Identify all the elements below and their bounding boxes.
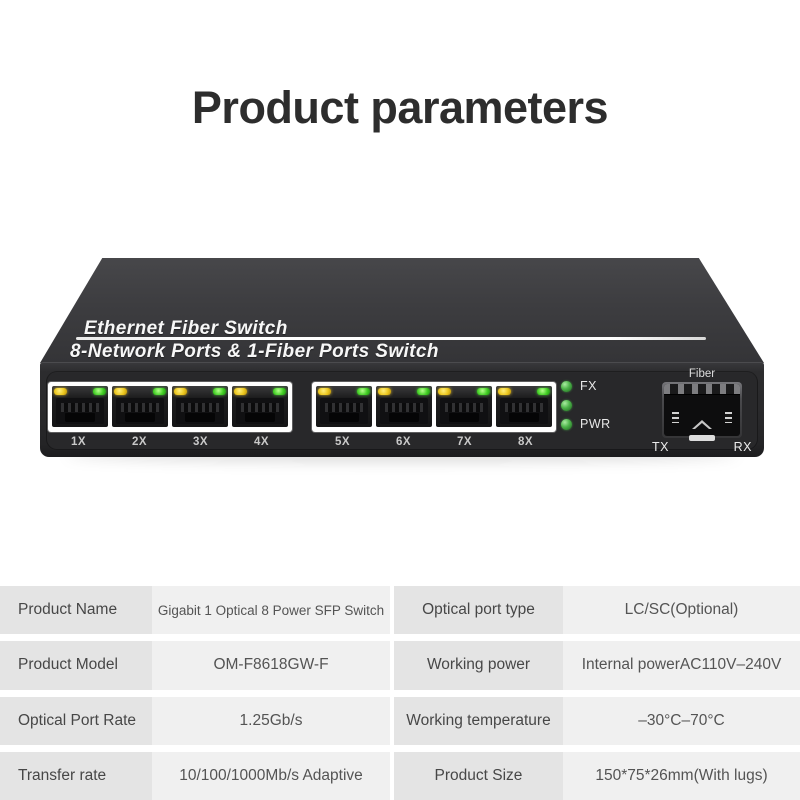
- port-labels-group-2: 5X 6X 7X 8X: [312, 436, 556, 451]
- port-label: 5X: [334, 436, 351, 448]
- rj45-port-group-1: [48, 382, 292, 432]
- rj45-port-8: [496, 386, 552, 427]
- spec-label-optical-port-rate: Optical Port Rate: [0, 696, 152, 745]
- rj45-jack-icon: [500, 398, 548, 424]
- spec-label-optical-port-type: Optical port type: [394, 586, 563, 635]
- spec-label-product-size: Product Size: [394, 751, 563, 800]
- port-label: 8X: [517, 436, 534, 448]
- rj45-port-group-2: [312, 382, 556, 432]
- rj45-port-4: [232, 386, 288, 427]
- port-led-green-icon: [153, 388, 166, 395]
- status-led-green-icon: [561, 399, 572, 411]
- rj45-jack-icon: [236, 398, 284, 424]
- spec-value-transfer-rate: 10/100/1000Mb/s Adaptive: [152, 751, 390, 800]
- spec-table: Product Name Gigabit 1 Optical 8 Power S…: [0, 586, 800, 800]
- table-column-gap: [390, 586, 394, 635]
- port-led-green-icon: [273, 388, 286, 395]
- sfp-contact-icon: [725, 412, 732, 423]
- table-column-gap: [390, 696, 394, 745]
- divider-line: [76, 337, 706, 340]
- spec-value-product-name: Gigabit 1 Optical 8 Power SFP Switch: [152, 586, 390, 635]
- port-led-green-icon: [477, 388, 490, 395]
- spec-label-working-temperature: Working temperature: [394, 696, 563, 745]
- rj45-port-7: [436, 386, 492, 427]
- port-labels-group-1: 1X 2X 3X 4X: [48, 436, 292, 451]
- port-led-green-icon: [357, 388, 370, 395]
- sfp-fiber-label: Fiber: [688, 368, 716, 380]
- sfp-rx-label: RX: [733, 440, 752, 454]
- rj45-jack-icon: [440, 398, 488, 424]
- sfp-tx-label: TX: [652, 440, 669, 454]
- spec-value-product-model: OM-F8618GW-F: [152, 641, 390, 690]
- port-led-yellow-icon: [234, 388, 247, 395]
- rj45-port-5: [316, 386, 372, 427]
- device-description-text: 8-Network Ports & 1-Fiber Ports Switch: [70, 341, 439, 362]
- port-label: 6X: [395, 436, 412, 448]
- rj45-jack-icon: [380, 398, 428, 424]
- table-column-gap: [390, 751, 394, 800]
- rj45-port-2: [112, 386, 168, 427]
- port-led-yellow-icon: [438, 388, 451, 395]
- device-series-text: Ethernet Fiber Switch: [84, 318, 288, 339]
- spec-value-product-size: 150*75*26mm(With lugs): [563, 751, 800, 800]
- port-led-green-icon: [537, 388, 550, 395]
- pwr-led-row: PWR: [561, 417, 611, 431]
- rj45-port-1: [52, 386, 108, 427]
- sfp-emi-fingers-icon: [664, 384, 740, 395]
- port-led-yellow-icon: [174, 388, 187, 395]
- port-label: 1X: [70, 436, 87, 448]
- rj45-port-6: [376, 386, 432, 427]
- spec-value-working-temperature: –30°C–70°C: [563, 696, 800, 745]
- port-led-yellow-icon: [498, 388, 511, 395]
- rj45-jack-icon: [116, 398, 164, 424]
- sfp-chevron-icon: [692, 420, 712, 429]
- rj45-jack-icon: [176, 398, 224, 424]
- port-label: 3X: [192, 436, 209, 448]
- sfp-txrx-labels: TX RX: [652, 440, 752, 454]
- port-led-yellow-icon: [54, 388, 67, 395]
- rj45-port-3: [172, 386, 228, 427]
- fx-led-row: FX: [561, 379, 597, 393]
- rj45-jack-icon: [320, 398, 368, 424]
- sfp-contact-icon: [672, 412, 679, 423]
- link-led-row: [561, 399, 572, 411]
- pwr-led-label: PWR: [580, 417, 611, 431]
- port-led-green-icon: [417, 388, 430, 395]
- port-led-green-icon: [213, 388, 226, 395]
- port-label: 2X: [131, 436, 148, 448]
- spec-label-product-name: Product Name: [0, 586, 152, 635]
- device-front-panel: 1X 2X 3X 4X 5X 6X 7X 8X FX PWR: [40, 362, 764, 457]
- port-led-yellow-icon: [318, 388, 331, 395]
- spec-label-transfer-rate: Transfer rate: [0, 751, 152, 800]
- fx-led-label: FX: [580, 379, 597, 393]
- port-led-yellow-icon: [114, 388, 127, 395]
- rj45-jack-icon: [56, 398, 104, 424]
- table-column-gap: [390, 641, 394, 690]
- sfp-slot: [664, 384, 740, 436]
- port-led-green-icon: [93, 388, 106, 395]
- spec-value-optical-port-rate: 1.25Gb/s: [152, 696, 390, 745]
- sfp-latch-icon: [689, 435, 715, 441]
- port-label: 4X: [253, 436, 270, 448]
- spec-label-product-model: Product Model: [0, 641, 152, 690]
- device-top-face: [40, 258, 764, 363]
- status-led-green-icon: [561, 380, 572, 392]
- port-led-yellow-icon: [378, 388, 391, 395]
- spec-value-working-power: Internal powerAC110V–240V: [563, 641, 800, 690]
- page-title: Product parameters: [191, 82, 609, 133]
- port-label: 7X: [456, 436, 473, 448]
- spec-label-working-power: Working power: [394, 641, 563, 690]
- spec-value-optical-port-type: LC/SC(Optional): [563, 586, 800, 635]
- status-led-green-icon: [561, 418, 572, 430]
- sfp-cage: [662, 382, 742, 441]
